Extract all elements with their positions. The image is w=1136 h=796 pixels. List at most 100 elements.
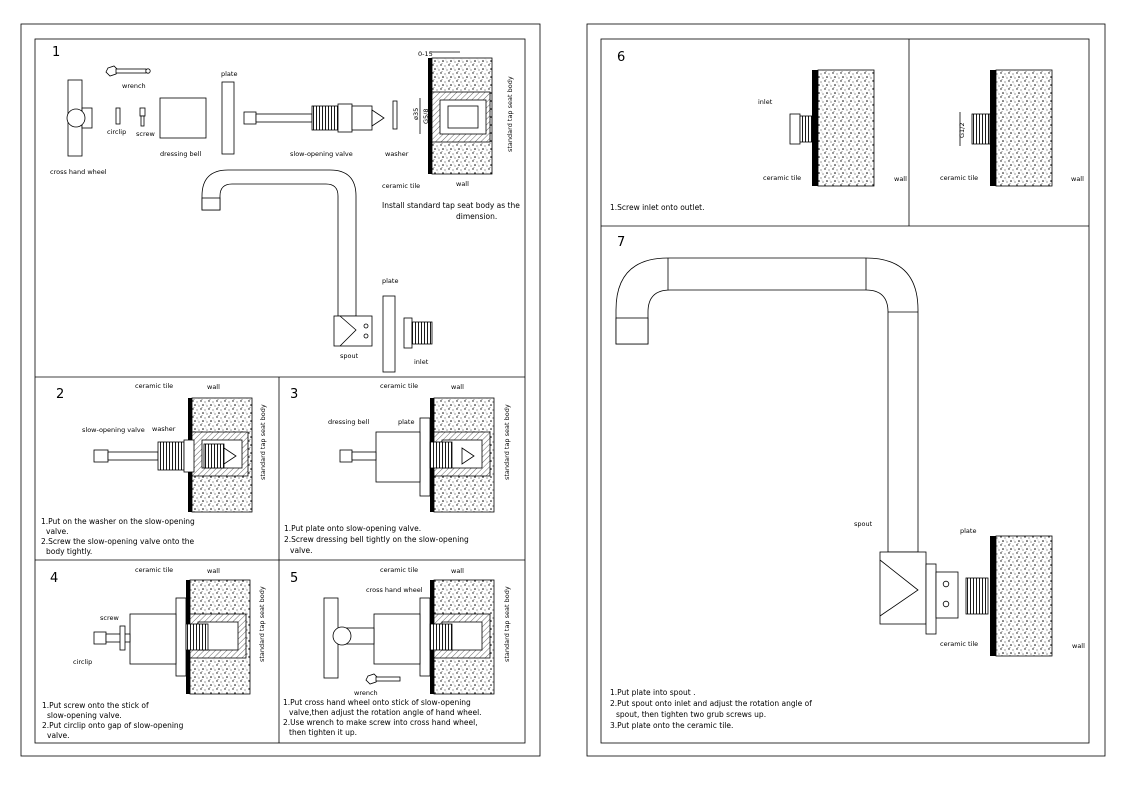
label-g1-2: G1/2 [958, 123, 966, 139]
plate-part-2 [382, 295, 396, 373]
instruction-3-line2: 2.Screw dressing bell tightly on the slo… [284, 535, 469, 544]
label-ceramic-tile-6b: ceramic tile [940, 174, 978, 182]
instruction-1-line2: dimension. [456, 212, 497, 221]
label-standard-tap-seat-body-1: standard tap seat body [506, 76, 514, 152]
label-standard-tap-seat-body-5: standard tap seat body [503, 586, 511, 662]
label-wrench: wrench [122, 82, 146, 90]
label-ceramic-tile-3: ceramic tile [380, 382, 418, 390]
slow-opening-valve-part [243, 103, 385, 133]
label-standard-tap-seat-body-2: standard tap seat body [259, 404, 267, 480]
instruction-4-line2: slow-opening valve. [47, 711, 122, 720]
instruction-2-line3: 2.Screw the slow-opening valve onto the [41, 537, 195, 546]
label-inlet: inlet [414, 358, 429, 366]
panel-6-number: 6 [617, 50, 625, 65]
label-spout-7: spout [854, 520, 873, 528]
plate-part [221, 81, 235, 155]
panel-2-number: 2 [56, 387, 64, 402]
instruction-7-line2: 2.Put spout onto inlet and adjust the ro… [610, 699, 812, 708]
label-wall-4: wall [207, 567, 220, 575]
label-standard-tap-seat-body-4: standard tap seat body [258, 586, 266, 662]
label-dim-0-15: 0-15 [418, 50, 433, 58]
label-ceramic-tile-6: ceramic tile [763, 174, 801, 182]
instruction-7-line1: 1.Put plate into spout . [610, 688, 695, 697]
label-slow-opening-valve-2: slow-opening valve [82, 426, 145, 434]
label-dressing-bell-3: dressing bell [328, 418, 369, 426]
label-wall-2: wall [207, 383, 220, 391]
label-washer: washer [385, 150, 409, 158]
spout-assembly-7 [615, 257, 1053, 657]
panel-3-number: 3 [290, 387, 298, 402]
panel-6: 6 inlet ceramic tile wall G1/2 ceramic t… [610, 50, 1084, 212]
label-plate-2: plate [382, 277, 398, 285]
label-wrench-5: wrench [354, 689, 378, 697]
label-dim-g5-8: G5/8 [422, 109, 430, 125]
label-screw: screw [136, 130, 155, 138]
label-plate-7: plate [960, 527, 976, 535]
label-inlet-6: inlet [758, 98, 773, 106]
label-ceramic-tile-4: ceramic tile [135, 566, 173, 574]
panel-4-number: 4 [50, 571, 58, 586]
instruction-4-line4: valve. [47, 731, 70, 740]
label-circlip: circlip [107, 128, 126, 136]
instruction-6: 1.Screw inlet onto outlet. [610, 203, 705, 212]
instruction-5-line2: valve,then adjust the rotation angle of … [289, 708, 482, 717]
spout-part [201, 169, 373, 347]
instruction-4-line3: 2.Put circlip onto gap of slow-opening [42, 721, 184, 730]
label-plate-3: plate [398, 418, 414, 426]
panel-1-number: 1 [52, 45, 60, 60]
panel-1: 1 cross hand wheel wrench circlip screw … [50, 45, 520, 373]
panel-7-number: 7 [617, 235, 625, 250]
label-wall-3: wall [451, 383, 464, 391]
panel-5: 5 ceramic tile wall cross hand wheel wre… [283, 566, 511, 737]
panel-5-number: 5 [290, 571, 298, 586]
left-sheet-border [20, 23, 541, 757]
instruction-5-line4: then tighten it up. [289, 728, 357, 737]
label-standard-tap-seat-body-3: standard tap seat body [503, 404, 511, 480]
instruction-2-line2: valve. [46, 527, 69, 536]
label-ceramic-tile-1: ceramic tile [382, 182, 420, 190]
label-plate: plate [221, 70, 237, 78]
label-dressing-bell: dressing bell [160, 150, 201, 158]
panel-4: 4 ceramic tile wall screw circlip standa… [42, 566, 266, 740]
instruction-3-line1: 1.Put plate onto slow-opening valve. [284, 524, 421, 533]
right-sheet-frame [600, 38, 1090, 744]
left-sheet-frame [34, 38, 526, 744]
label-dim-35: ø35 [412, 108, 420, 120]
instruction-7-line3: spout, then tighten two grub screws up. [616, 710, 766, 719]
label-wall-7: wall [1072, 642, 1085, 650]
label-slow-opening-valve: slow-opening valve [290, 150, 353, 158]
label-ceramic-tile-5: ceramic tile [380, 566, 418, 574]
label-spout: spout [340, 352, 359, 360]
wrench-part [105, 65, 151, 77]
label-ceramic-tile-7: ceramic tile [940, 640, 978, 648]
wall-section-1 [428, 57, 493, 175]
label-wall-5: wall [451, 567, 464, 575]
screw-part [139, 107, 146, 127]
washer-part [392, 100, 398, 130]
instruction-4-line1: 1.Put screw onto the stick of [42, 701, 149, 710]
label-cross-hand-wheel-5: cross hand wheel [366, 586, 423, 594]
label-wall-1: wall [456, 180, 469, 188]
label-wall-6: wall [894, 175, 907, 183]
dressing-bell-part [159, 97, 207, 139]
instruction-1-line1: Install standard tap seat body as the [382, 201, 520, 210]
label-washer-2: washer [152, 425, 176, 433]
label-wall-6b: wall [1071, 175, 1084, 183]
instruction-3-line3: valve. [290, 546, 313, 555]
instruction-2-line1: 1.Put on the washer on the slow-opening [41, 517, 195, 526]
panel-7: 7 spout plate ceramic tile wall 1.Put pl… [610, 235, 1085, 730]
panel-3: 3 ceramic tile wall dressing bell plate … [284, 382, 511, 555]
label-cross-hand-wheel: cross hand wheel [50, 168, 107, 176]
instruction-7-line4: 3.Put plate onto the ceramic tile. [610, 721, 733, 730]
instruction-5-line1: 1.Put cross hand wheel onto stick of slo… [283, 698, 471, 707]
label-circlip-4: circlip [73, 658, 92, 666]
label-screw-4: screw [100, 614, 119, 622]
panel-2: 2 ceramic tile wall slow-opening valve w… [41, 382, 267, 556]
right-sheet-border [586, 23, 1106, 757]
instruction-5-line3: 2.Use wrench to make screw into cross ha… [283, 718, 478, 727]
circlip-part [115, 107, 121, 125]
instruction-2-line4: body tightly. [46, 547, 92, 556]
inlet-part [403, 317, 433, 349]
label-ceramic-tile-2: ceramic tile [135, 382, 173, 390]
